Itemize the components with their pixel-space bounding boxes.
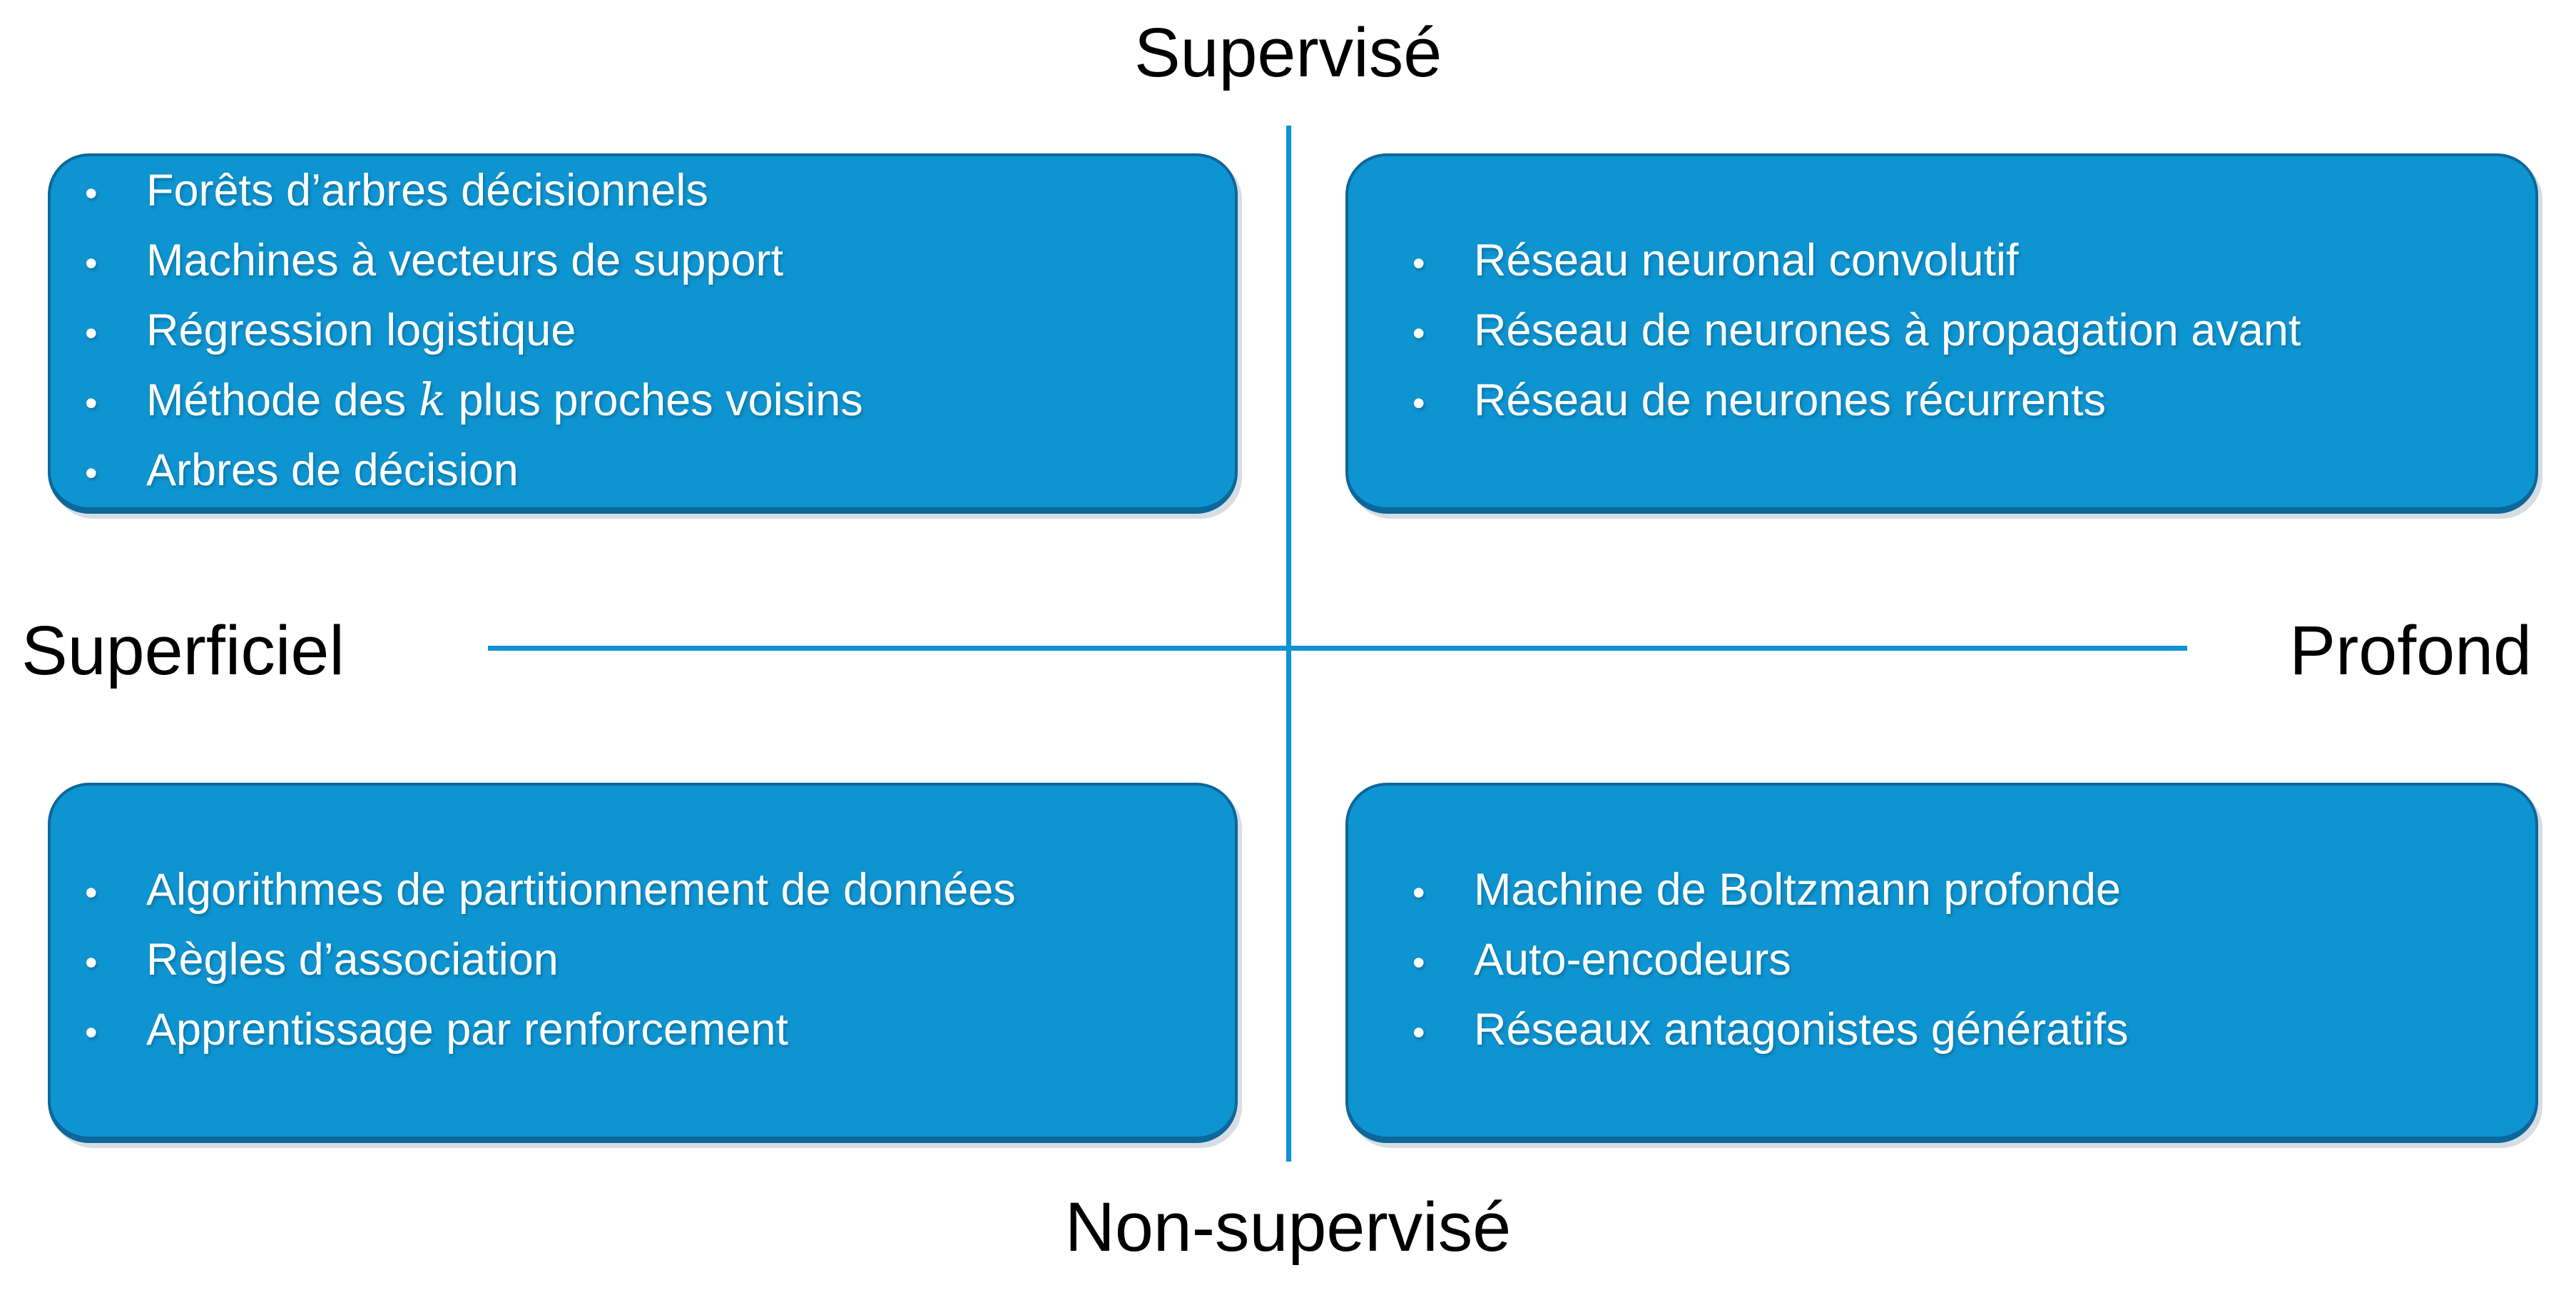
axis-label-supervised: Supervisé <box>1134 14 1442 91</box>
list-item-label: Réseau de neurones récurrents <box>1474 375 2107 425</box>
list-item: • Forêts d’arbres décisionnels <box>85 157 1206 227</box>
list-item-label: Réseau neuronal convolutif <box>1474 235 2019 285</box>
label-text-suffix: plus proches voisins <box>445 375 863 425</box>
list-item-label: Machine de Boltzmann profonde <box>1474 865 2122 915</box>
bullet-icon: • <box>1412 943 1425 982</box>
list-item-label: Apprentissage par renforcement <box>146 1005 788 1055</box>
list-item: • Régression logistique <box>85 297 1206 367</box>
bullet-icon: • <box>85 873 98 913</box>
bullet-icon: • <box>85 453 98 493</box>
quadrant-supervised-shallow: • Forêts d’arbres décisionnels • Machine… <box>48 153 1238 514</box>
bullet-icon: • <box>85 943 98 982</box>
list-item: • Règles d’association <box>85 926 1206 996</box>
bullet-icon: • <box>85 1012 98 1052</box>
bullet-icon: • <box>1412 313 1425 353</box>
bullet-icon: • <box>85 243 98 283</box>
list-item-label: Régression logistique <box>146 305 576 355</box>
list-item-label: Réseau de neurones à propagation avant <box>1474 305 2301 355</box>
list-item: • Méthode des k plus proches voisins <box>85 367 1206 437</box>
list-item: • Réseau neuronal convolutif <box>1412 227 2507 297</box>
bullet-icon: • <box>1412 243 1425 283</box>
bullet-icon: • <box>85 173 98 213</box>
quadrant-unsupervised-deep: • Machine de Boltzmann profonde • Auto-e… <box>1345 783 2538 1143</box>
list-item-label: Algorithmes de partitionnement de donnée… <box>146 865 1016 915</box>
list-item: • Arbres de décision <box>85 437 1206 507</box>
list-item-label: Auto-encodeurs <box>1474 935 1791 985</box>
bullet-icon: • <box>85 383 98 423</box>
quadrant-unsupervised-shallow: • Algorithmes de partitionnement de donn… <box>48 783 1238 1143</box>
list-item: • Auto-encodeurs <box>1412 926 2507 996</box>
list-item: • Apprentissage par renforcement <box>85 996 1206 1066</box>
list-item-label: Arbres de décision <box>146 445 519 495</box>
list-item: • Réseaux antagonistes génératifs <box>1412 996 2507 1066</box>
axis-label-deep: Profond <box>2289 611 2532 689</box>
list-item-label: Règles d’association <box>146 935 559 985</box>
vertical-axis-line <box>1286 126 1291 1162</box>
list-item: • Machines à vecteurs de support <box>85 227 1206 297</box>
bullet-icon: • <box>1412 383 1425 423</box>
math-variable-k: k <box>418 374 446 426</box>
list-item: • Réseau de neurones à propagation avant <box>1412 297 2507 367</box>
list-item-label: Forêts d’arbres décisionnels <box>146 166 708 215</box>
list-item: • Algorithmes de partitionnement de donn… <box>85 856 1206 926</box>
list-item-label: Machines à vecteurs de support <box>146 235 783 285</box>
axis-label-unsupervised: Non-supervisé <box>1064 1188 1512 1266</box>
bullet-icon: • <box>1412 1012 1425 1052</box>
list-item-label: Méthode des k plus proches voisins <box>146 367 863 434</box>
bullet-icon: • <box>85 313 98 353</box>
list-item: • Réseau de neurones récurrents <box>1412 367 2507 437</box>
list-item-label: Réseaux antagonistes génératifs <box>1474 1005 2129 1055</box>
bullet-icon: • <box>1412 873 1425 913</box>
quadrant-supervised-deep: • Réseau neuronal convolutif • Réseau de… <box>1345 153 2538 514</box>
horizontal-axis-line <box>488 646 2187 651</box>
axis-label-shallow: Superficiel <box>21 611 345 689</box>
list-item: • Machine de Boltzmann profonde <box>1412 856 2507 926</box>
label-text-prefix: Méthode des <box>146 375 419 425</box>
